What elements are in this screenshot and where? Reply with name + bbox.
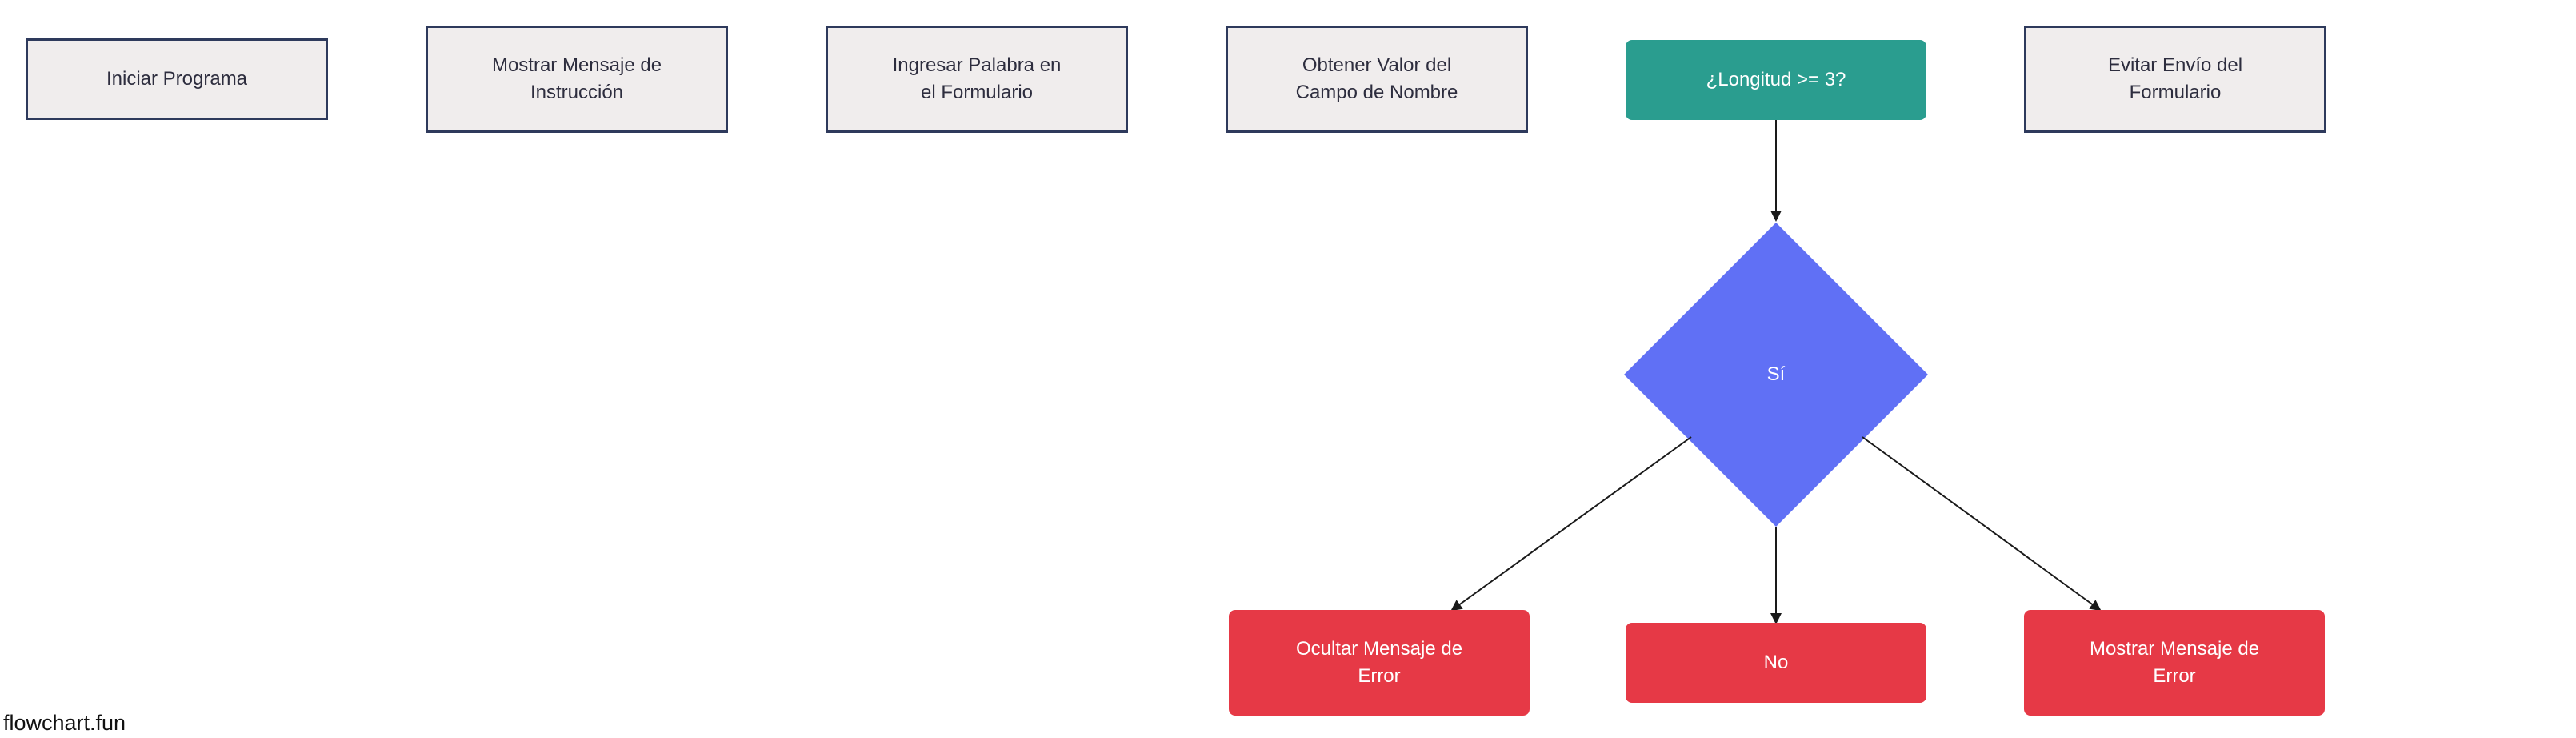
node-ingresar-palabra[interactable]: Ingresar Palabra en el Formulario	[826, 26, 1128, 133]
decision-label: Sí	[1766, 363, 1786, 385]
edge-decision-to-show-error	[1862, 436, 2102, 612]
node-evitar-envio[interactable]: Evitar Envío del Formulario	[2024, 26, 2326, 133]
node-ocultar-mensaje-error[interactable]: Ocultar Mensaje de Error	[1229, 610, 1530, 716]
edge-decision-to-hide-error	[1450, 436, 1692, 612]
node-mostrar-mensaje-instruccion[interactable]: Mostrar Mensaje de Instrucción	[426, 26, 728, 133]
decision-diamond[interactable]	[1624, 223, 1928, 527]
watermark-text: flowchart.fun	[3, 711, 126, 735]
node-obtener-valor[interactable]: Obtener Valor del Campo de Nombre	[1226, 26, 1528, 133]
node-mostrar-mensaje-error[interactable]: Mostrar Mensaje de Error	[2024, 610, 2325, 716]
node-iniciar-programa[interactable]: Iniciar Programa	[26, 38, 328, 120]
node-no[interactable]: No	[1626, 623, 1926, 703]
node-longitud-check[interactable]: ¿Longitud >= 3?	[1626, 40, 1926, 120]
